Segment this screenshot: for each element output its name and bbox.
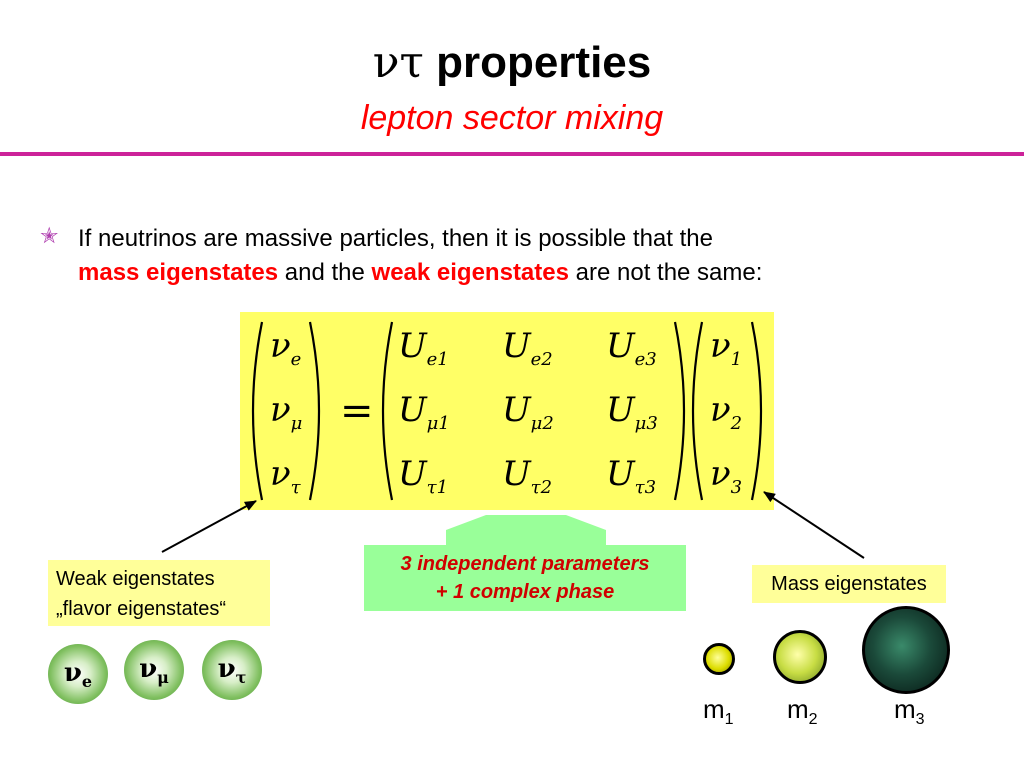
title-text: properties <box>436 38 652 87</box>
flavor-ball-tau: ντ <box>202 640 262 700</box>
matrix-element-mu1: Uμ1 <box>398 390 450 434</box>
matrix-element-tau3: Uτ3 <box>606 454 657 498</box>
mass-vector-1: ν1 <box>710 326 743 370</box>
mass-eigenstates-highlight: mass eigenstates <box>78 259 279 286</box>
matrix-element-e1: Ue1 <box>398 326 449 370</box>
mass-label-2: m2 <box>787 694 818 729</box>
bullet-line-2: mass eigenstates and the weak eigenstate… <box>78 256 978 290</box>
left-vector-close-paren <box>308 321 321 501</box>
weak-label-line-2: „flavor eigenstates“ <box>56 598 227 620</box>
matrix-element-mu3: Uμ3 <box>606 390 658 434</box>
flavor-ball-mu: νμ <box>124 640 184 700</box>
title-divider <box>0 152 1024 156</box>
left-vector-open-paren <box>251 321 264 501</box>
params-up-arrow-icon <box>446 515 606 545</box>
parameters-callout: 3 independent parameters + 1 complex pha… <box>364 545 686 611</box>
matrix-element-e2: Ue2 <box>502 326 553 370</box>
mass-eigenstates-label: Mass eigenstates <box>752 565 946 603</box>
matrix-element-tau1: Uτ1 <box>398 454 449 498</box>
bullet-end: are not the same: <box>568 259 763 286</box>
matrix-element-tau2: Uτ2 <box>502 454 553 498</box>
mass-vector-3: ν3 <box>710 454 743 498</box>
mass-label-3: m3 <box>894 694 925 729</box>
right-vector-close-paren <box>750 321 763 501</box>
matrix-open-paren <box>381 321 394 501</box>
mass-ball-3 <box>862 606 950 694</box>
weak-eigenstates-label: Weak eigenstates „flavor eigenstates“ <box>48 560 270 626</box>
mass-ball-1 <box>703 643 735 675</box>
equals-sign: = <box>340 388 374 434</box>
weak-eigenstates-arrow <box>161 500 257 553</box>
flavor-vector-e: νe <box>270 326 302 370</box>
mixing-matrix-equation: νe νμ ντ = Ue1 Ue2 Ue3 Uμ1 Uμ2 Uμ3 Uτ1 U… <box>240 312 774 510</box>
matrix-brackets <box>251 321 763 501</box>
mass-ball-2 <box>773 630 827 684</box>
bullet-line-1: If neutrinos are massive particles, then… <box>78 225 713 252</box>
matrix-element-e3: Ue3 <box>606 326 657 370</box>
mass-label-1: m1 <box>703 694 734 729</box>
right-vector-open-paren <box>691 321 704 501</box>
title-greek: ντ <box>372 37 424 88</box>
matrix-element-mu2: Uμ2 <box>502 390 554 434</box>
bullet-text: If neutrinos are massive particles, then… <box>78 222 978 290</box>
weak-label-line-1: Weak eigenstates <box>56 568 215 590</box>
params-line-1: 3 independent parameters <box>400 553 650 575</box>
flavor-ball-e: νe <box>48 644 108 704</box>
page-title: ντ properties <box>0 36 1024 90</box>
mass-vector-2: ν2 <box>710 390 743 434</box>
page-subtitle: lepton sector mixing <box>360 99 664 137</box>
flavor-vector-mu: νμ <box>270 390 303 434</box>
weak-eigenstates-highlight: weak eigenstates <box>371 259 569 286</box>
mass-eigenstates-arrow <box>763 491 865 559</box>
bullet-mid: and the <box>278 259 372 286</box>
flavor-vector-tau: ντ <box>270 454 301 498</box>
star-bullet-icon: ✭ <box>40 224 59 249</box>
params-line-2: + 1 complex phase <box>435 581 615 603</box>
matrix-close-paren <box>673 321 686 501</box>
